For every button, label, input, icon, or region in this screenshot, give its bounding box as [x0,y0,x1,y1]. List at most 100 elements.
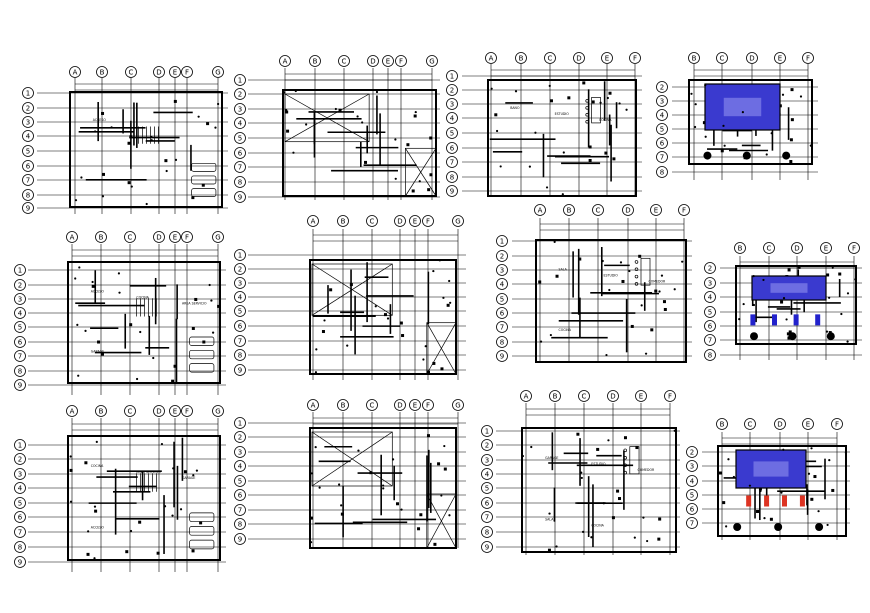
column-grid-bubble [95,231,107,243]
row-grid-bubble [686,503,698,515]
structural-column [612,157,616,161]
structural-column [797,265,801,269]
room-label: SALA [559,268,568,272]
structural-column [429,136,433,140]
structural-column [429,173,433,177]
dimension-lines [285,73,432,81]
column-grid-label: C [548,55,553,63]
structural-column [164,159,168,163]
column-grid-label: C [370,402,375,410]
dining-table [591,97,601,124]
column-grid-bubble [337,215,349,227]
dimension-lines [694,69,808,77]
column-grid-bubble [124,231,136,243]
shaft-cross [426,493,457,549]
chair [623,456,627,460]
row-grid-label: 3 [485,457,489,465]
structural-columns [69,461,203,556]
column-grid-label: B [99,234,104,242]
room-label: ESTUDIO [591,462,606,466]
row-grid-bubble [14,350,26,362]
fixture [601,259,604,263]
column-grid-label: E [413,402,417,410]
fixture [602,502,605,505]
row-grid-label: 6 [238,492,243,500]
fixture [690,92,693,95]
column-grid-label: E [639,393,643,401]
column-grid-bubble [515,52,527,64]
column-grid-bubble [848,242,860,254]
row-grid-label: 1 [18,267,22,275]
row-grid-label: 4 [238,463,243,471]
column-grid-label: A [524,393,529,401]
column-grid-bubble [382,55,394,67]
structural-column [555,274,559,278]
row-grid-label: 8 [238,352,242,360]
column-grid-label: D [576,55,581,63]
row-grid-bubble [234,263,246,275]
fixture [660,274,664,277]
row-grid-bubble [481,526,493,538]
structural-column [623,436,627,440]
column-grid-label: G [455,218,460,226]
row-grid-bubble [234,161,246,173]
structural-column [191,196,195,200]
row-grid-label: 6 [238,323,243,331]
structural-column [787,268,791,272]
fixtures [725,447,848,528]
row-grid-bubble [234,117,246,129]
row-grid-label: 6 [660,140,665,148]
structural-column [567,96,571,100]
row-grid-label: 3 [238,280,242,288]
building-outline [735,265,857,345]
walls [487,79,637,197]
pool-lounger [764,495,770,507]
tree [774,523,783,531]
row-grid-label: 2 [238,91,242,99]
structural-column [191,326,195,330]
fixture [840,312,843,316]
fixture [314,446,317,449]
row-grid-label: 6 [485,500,490,508]
row-grid-bubble [496,307,508,319]
row-grid-bubble [496,250,508,262]
row-grid-bubble [656,166,668,178]
fixture [530,445,533,449]
column-grid-label: A [73,69,78,77]
structural-column [91,284,95,288]
pool-highlight [753,461,789,477]
row-grid-label: 8 [238,521,242,529]
structural-columns [285,108,433,193]
row-grid-bubble [481,439,493,451]
structural-column [722,501,726,505]
fixture [93,557,96,560]
fixtures [490,84,628,196]
fixture [139,330,142,334]
fixture [693,125,697,129]
column-grid-bubble [69,66,81,78]
row-grid-label: 9 [18,382,22,390]
row-grid-bubble [704,306,716,318]
void-cross [311,431,393,487]
row-grid-label: 5 [450,130,454,138]
column-grid-label: B [341,402,346,410]
plan-details [284,93,437,197]
row-grid-bubble [234,132,246,144]
fixture [781,93,785,96]
fixture [807,472,811,475]
fixture [150,139,153,142]
row-grid-bubble [656,109,668,121]
column-grid-label: D [397,402,402,410]
structural-column [720,149,724,153]
column-grid-bubble [212,66,224,78]
structural-column [618,497,622,501]
fixture [110,126,113,129]
fixture [434,151,438,154]
row-grid-label: 3 [690,463,694,471]
walls [535,239,687,363]
structural-column [69,468,73,472]
row-grid-label: 8 [500,339,504,347]
